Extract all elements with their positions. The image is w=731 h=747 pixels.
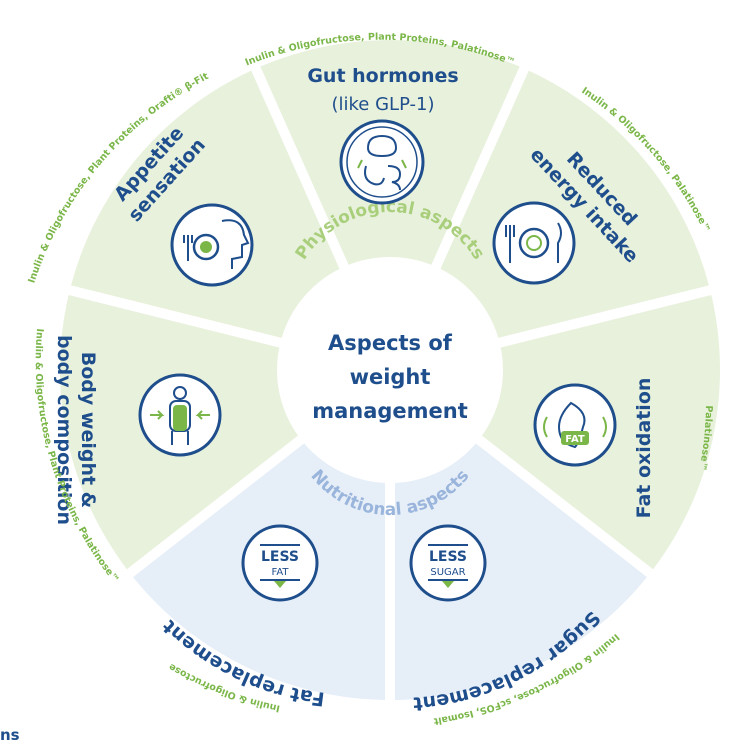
less-sugar-badge: LESS SUGAR: [409, 524, 487, 602]
fat-oxidation-title: Fat oxidation: [633, 378, 655, 519]
gut-hormones-subtitle: (like GLP-1): [331, 94, 434, 115]
less-fat-badge: LESS FAT: [241, 524, 319, 602]
plate-cutlery-icon: [492, 201, 576, 285]
segment-sugar-replacement: [394, 442, 647, 700]
fat-flame-label: FAT: [565, 434, 585, 445]
less-sugar-big: LESS: [429, 549, 467, 565]
head-plate-icon: [170, 203, 254, 287]
center-circle: [277, 257, 503, 483]
body-weight-title: Body weight & body composition: [53, 335, 99, 525]
body-weight-title-line-1: Body weight &: [77, 352, 99, 508]
fat-flame-icon: FAT: [533, 383, 617, 467]
center-title-line-1: Aspects of: [328, 331, 453, 355]
edge-text-fragment: ns: [0, 726, 20, 744]
gut-hormones-title: Gut hormones: [307, 65, 458, 87]
brain-gut-icon: [339, 119, 425, 205]
center-title-line-3: management: [312, 399, 468, 423]
less-fat-small: FAT: [271, 567, 289, 578]
body-weight-title-line-2: body composition: [53, 335, 75, 525]
center-title-line-2: weight: [350, 365, 431, 389]
body-composition-icon: [138, 373, 222, 457]
less-fat-big: LESS: [261, 549, 299, 565]
less-sugar-small: SUGAR: [430, 567, 465, 578]
